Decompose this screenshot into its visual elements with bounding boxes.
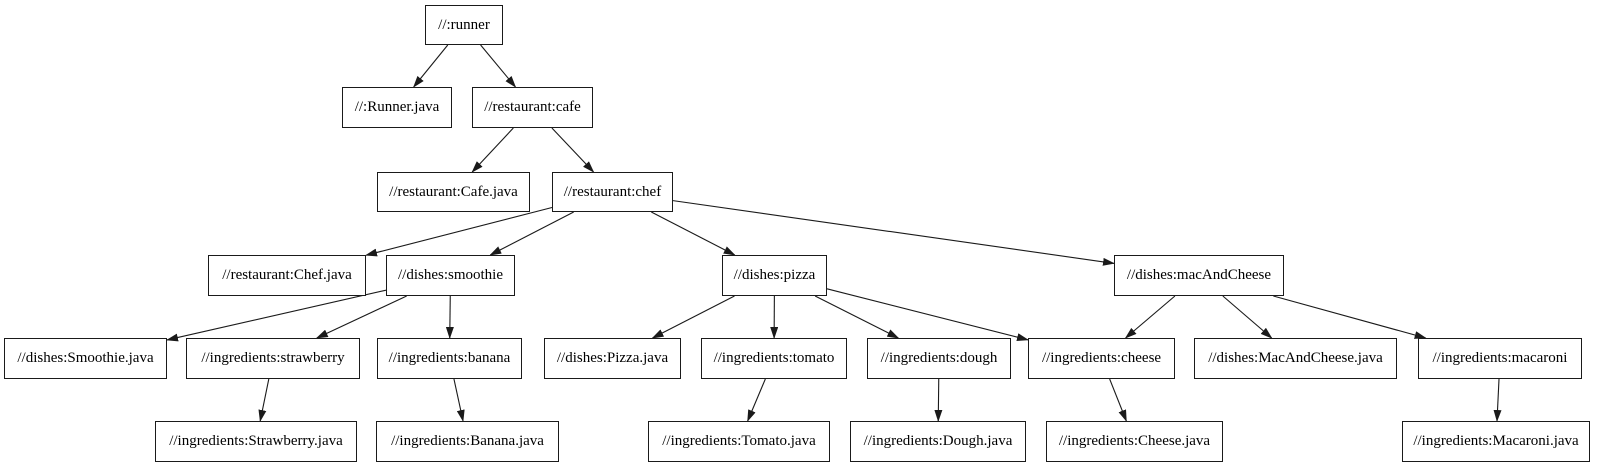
graph-edge-pizza-to-cheese bbox=[826, 288, 1029, 342]
graph-node-runner: //:runner bbox=[425, 5, 503, 45]
graph-edge-strawberry-to-strawberry-java bbox=[258, 378, 270, 422]
graph-node-macandcheese-java: //dishes:MacAndCheese.java bbox=[1194, 338, 1397, 379]
graph-node-strawberry: //ingredients:strawberry bbox=[186, 338, 360, 379]
graph-edge-smoothie-to-banana bbox=[445, 295, 454, 339]
graph-edge-pizza-to-pizza-java bbox=[651, 295, 735, 339]
graph-edge-runner-to-runner-java bbox=[413, 44, 449, 88]
graph-edge-smoothie-to-smoothie-java bbox=[166, 289, 387, 342]
graph-node-pizza: //dishes:pizza bbox=[722, 255, 827, 296]
graph-edge-dough-to-dough-java bbox=[934, 378, 943, 422]
graph-node-macaroni: //ingredients:macaroni bbox=[1418, 338, 1582, 379]
graph-node-chef: //restaurant:chef bbox=[552, 172, 673, 212]
graph-edge-cheese-to-cheese-java bbox=[1109, 378, 1127, 422]
graph-node-cheese-java: //ingredients:Cheese.java bbox=[1046, 421, 1223, 462]
graph-node-banana: //ingredients:banana bbox=[377, 338, 522, 379]
graph-edge-chef-to-pizza bbox=[651, 211, 736, 256]
graph-edge-macandcheese-to-macaroni bbox=[1273, 295, 1427, 339]
graph-edge-runner-to-cafe bbox=[480, 44, 517, 88]
graph-node-tomato: //ingredients:tomato bbox=[701, 338, 847, 379]
graph-edge-chef-to-chef-java bbox=[365, 206, 553, 257]
graph-node-runner-java: //:Runner.java bbox=[342, 87, 452, 128]
graph-edge-smoothie-to-strawberry bbox=[315, 295, 407, 339]
graph-node-macaroni-java: //ingredients:Macaroni.java bbox=[1402, 421, 1590, 462]
graph-node-pizza-java: //dishes:Pizza.java bbox=[544, 338, 681, 379]
graph-edge-chef-to-smoothie bbox=[489, 211, 574, 256]
graph-edge-chef-to-macandcheese bbox=[672, 200, 1115, 266]
graph-edge-macandcheese-to-cheese bbox=[1124, 295, 1176, 339]
graph-edge-macandcheese-to-macandcheese-java bbox=[1222, 295, 1273, 339]
graph-node-strawberry-java: //ingredients:Strawberry.java bbox=[155, 421, 357, 462]
graph-edge-pizza-to-dough bbox=[814, 295, 900, 339]
graph-node-chef-java: //restaurant:Chef.java bbox=[208, 255, 366, 296]
graph-node-tomato-java: //ingredients:Tomato.java bbox=[648, 421, 830, 462]
graph-node-smoothie-java: //dishes:Smoothie.java bbox=[4, 338, 167, 379]
graph-node-dough-java: //ingredients:Dough.java bbox=[850, 421, 1026, 462]
graph-edge-cafe-to-chef bbox=[551, 127, 595, 173]
graph-node-cafe: //restaurant:cafe bbox=[472, 87, 593, 128]
graph-node-banana-java: //ingredients:Banana.java bbox=[376, 421, 559, 462]
graph-node-smoothie: //dishes:smoothie bbox=[386, 255, 515, 296]
graph-edges bbox=[166, 44, 1502, 422]
graph-node-macandcheese: //dishes:macAndCheese bbox=[1114, 255, 1284, 296]
graph-edge-cafe-to-cafe-java bbox=[471, 127, 514, 173]
graph-node-dough: //ingredients:dough bbox=[867, 338, 1011, 379]
graph-node-cafe-java: //restaurant:Cafe.java bbox=[377, 172, 530, 212]
graph-node-cheese: //ingredients:cheese bbox=[1028, 338, 1175, 379]
graph-edge-macaroni-to-macaroni-java bbox=[1493, 378, 1502, 422]
graph-edge-banana-to-banana-java bbox=[453, 378, 465, 422]
graph-edge-tomato-to-tomato-java bbox=[747, 378, 766, 422]
